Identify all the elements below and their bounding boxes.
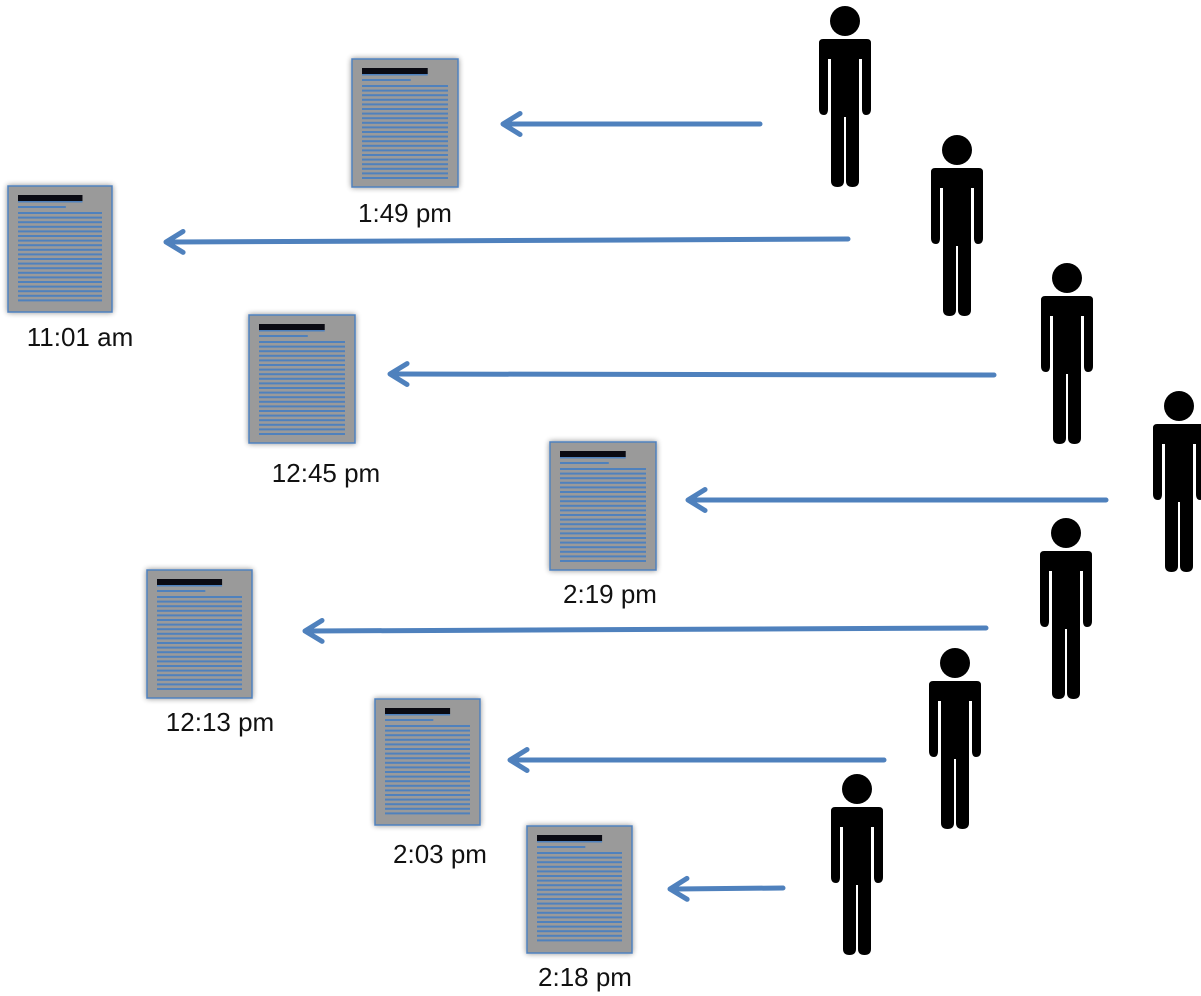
document-icon	[526, 825, 633, 954]
arrow-left-icon	[302, 617, 989, 644]
arrow-left-icon	[163, 228, 851, 255]
document-icon	[248, 314, 356, 444]
document-icon	[374, 698, 481, 826]
person-icon	[831, 774, 883, 955]
time-label: 2:19 pm	[563, 579, 657, 609]
people-layer	[819, 6, 1201, 955]
time-label: 2:18 pm	[538, 962, 632, 992]
arrow-left-icon	[387, 361, 997, 387]
person-icon	[1041, 263, 1093, 444]
arrow-left-icon	[667, 875, 786, 902]
time-label: 12:13 pm	[166, 707, 274, 737]
document-icon	[7, 185, 113, 313]
person-icon	[819, 6, 871, 187]
documents-layer: 1:49 pm 11:01 am 12:45 pm 2:19 pm 12:13 pm 2:…	[7, 58, 657, 992]
arrow-left-icon	[507, 747, 887, 773]
time-label: 1:49 pm	[358, 198, 452, 228]
arrow-left-icon	[500, 111, 763, 137]
person-icon	[1153, 391, 1201, 572]
document-icon	[146, 569, 253, 699]
arrow-left-icon	[685, 487, 1109, 513]
time-label: 2:03 pm	[393, 839, 487, 869]
time-label: 11:01 am	[27, 322, 133, 352]
document-icon	[549, 441, 657, 571]
person-icon	[929, 648, 981, 829]
time-label: 12:45 pm	[272, 458, 380, 488]
person-icon	[931, 135, 983, 316]
arrows-layer	[163, 111, 1109, 902]
person-icon	[1040, 518, 1092, 699]
document-icon	[351, 58, 459, 188]
